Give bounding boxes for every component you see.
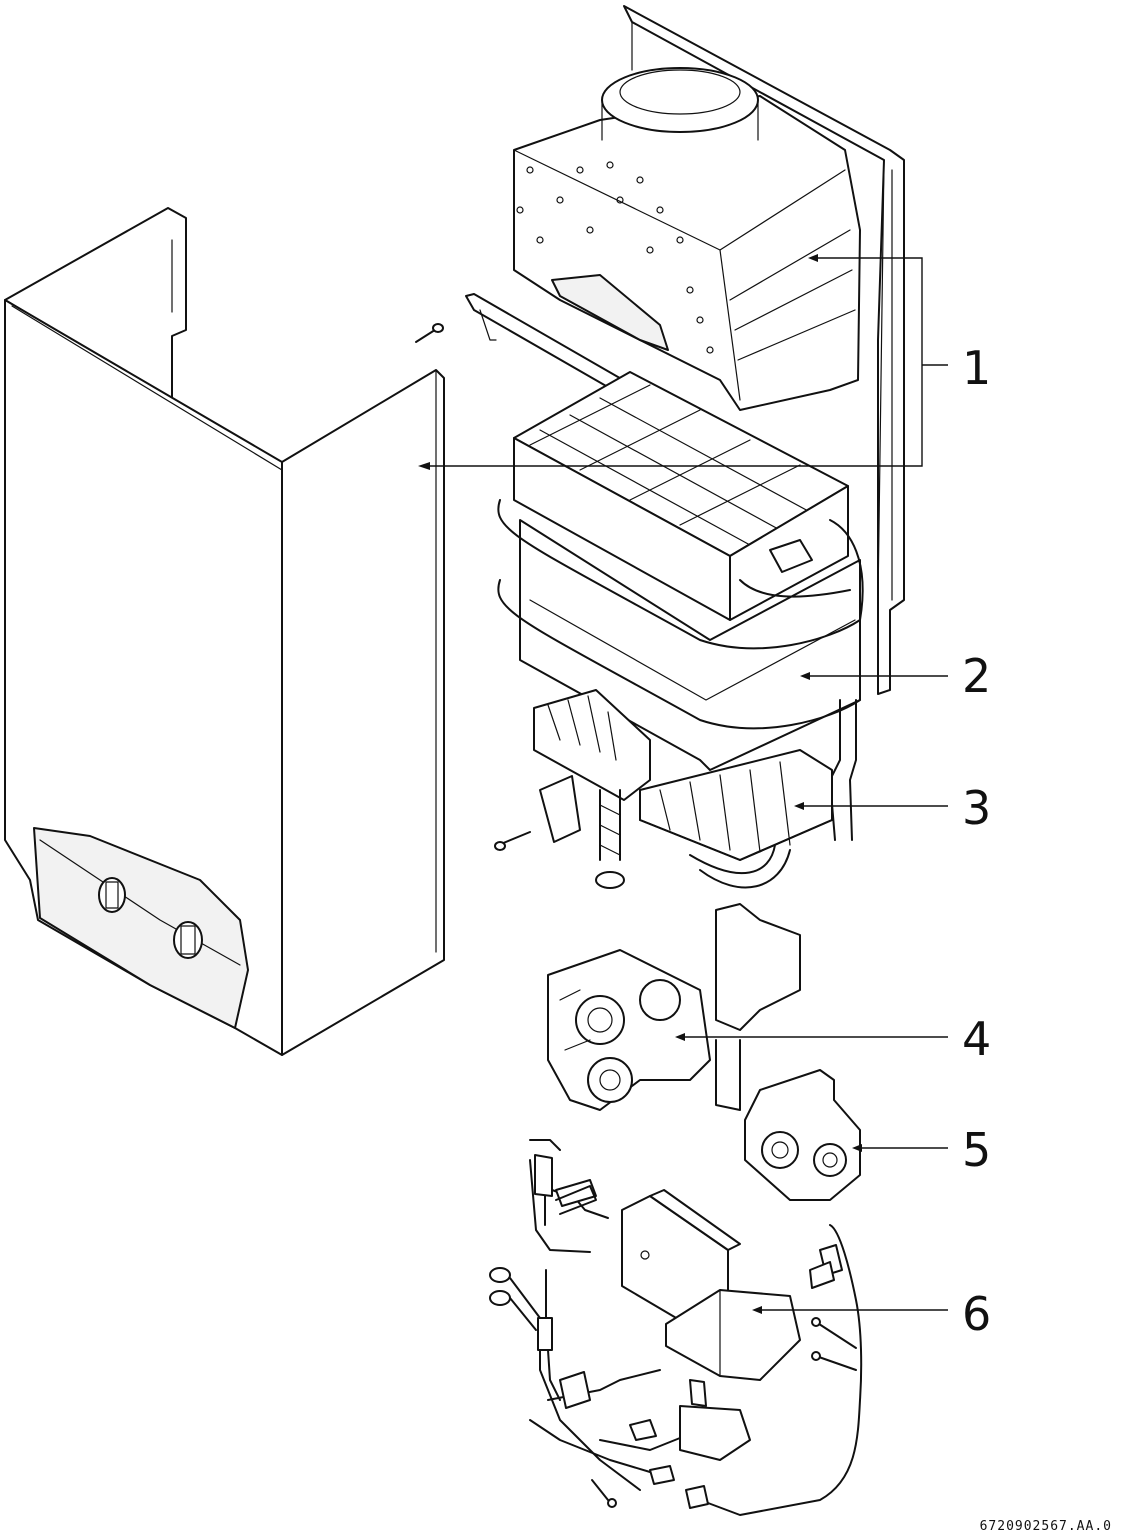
callout-number-5: 5 — [962, 1123, 991, 1177]
callout-number-3: 3 — [962, 781, 991, 835]
control-knob-left — [98, 877, 126, 913]
control-knob-right — [173, 921, 203, 959]
drawing-reference-code: 6720902567.AA.0 — [980, 1519, 1112, 1534]
water-valve — [744, 1069, 861, 1201]
back-frame — [623, 5, 905, 695]
leader-lines — [418, 254, 948, 1314]
heat-exchanger — [497, 371, 864, 841]
ignition-electrode — [494, 775, 581, 851]
burner — [494, 689, 833, 889]
front-casing — [4, 207, 445, 1056]
draught-hood — [513, 67, 861, 411]
gas-valve — [547, 903, 801, 1111]
callout-number-1: 1 — [962, 341, 991, 395]
callout-number-4: 4 — [962, 1012, 991, 1066]
callout-number-2: 2 — [962, 649, 991, 703]
control-unit — [621, 1189, 801, 1381]
screw — [415, 323, 444, 343]
callout-number-6: 6 — [962, 1287, 991, 1341]
wiring-harness — [489, 1139, 863, 1516]
